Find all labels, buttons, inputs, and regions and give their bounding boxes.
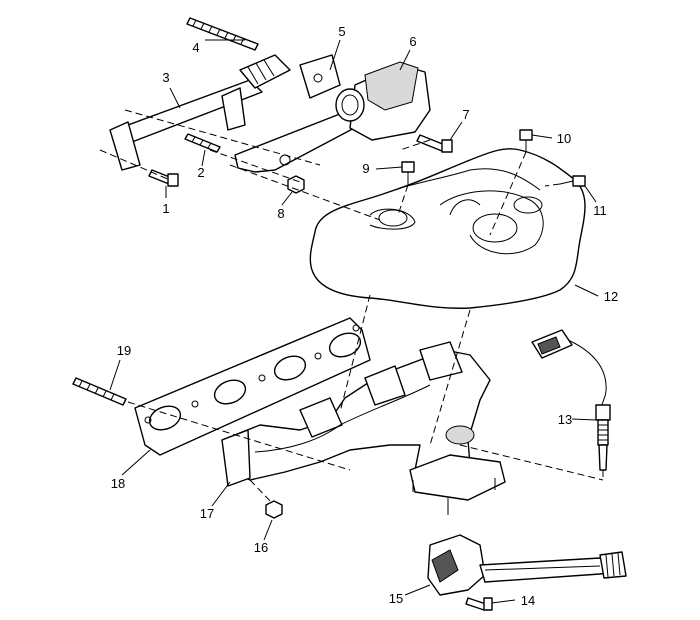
bolt-10: [519, 129, 533, 152]
stud-2: [184, 133, 221, 153]
callout-9: 9: [362, 161, 369, 176]
oxygen-sensor: [531, 329, 611, 471]
assembly-centerlines: [99, 109, 604, 504]
callout-6: 6: [409, 34, 416, 49]
nut-16: [265, 500, 283, 519]
callout-18: 18: [111, 476, 125, 491]
callout-16: 16: [254, 540, 268, 555]
bolt-14: [465, 597, 493, 611]
leader-lines: [109, 39, 599, 604]
callout-4: 4: [192, 40, 199, 55]
callout-17: 17: [200, 506, 214, 521]
throttle-bracket-assembly: [109, 54, 431, 173]
callout-11: 11: [593, 203, 607, 218]
manifold-gasket: [134, 317, 371, 456]
callout-5: 5: [338, 24, 345, 39]
callout-19: 19: [117, 343, 131, 358]
callout-2: 2: [197, 165, 204, 180]
callout-1: 1: [162, 201, 169, 216]
nut-8: [287, 175, 305, 194]
callout-10: 10: [557, 131, 571, 146]
bolt-7: [416, 134, 453, 153]
heat-shield: [309, 148, 586, 309]
callout-14: 14: [521, 593, 535, 608]
stud-19: [72, 377, 127, 406]
heat-shield-pipe-15: [427, 534, 627, 596]
callout-8: 8: [277, 206, 284, 221]
stud-4: [186, 17, 259, 51]
callout-7: 7: [462, 107, 469, 122]
callout-15: 15: [389, 591, 403, 606]
callout-13: 13: [558, 412, 572, 427]
callout-3: 3: [162, 70, 169, 85]
callout-12: 12: [604, 289, 618, 304]
bolt-9: [401, 161, 415, 185]
